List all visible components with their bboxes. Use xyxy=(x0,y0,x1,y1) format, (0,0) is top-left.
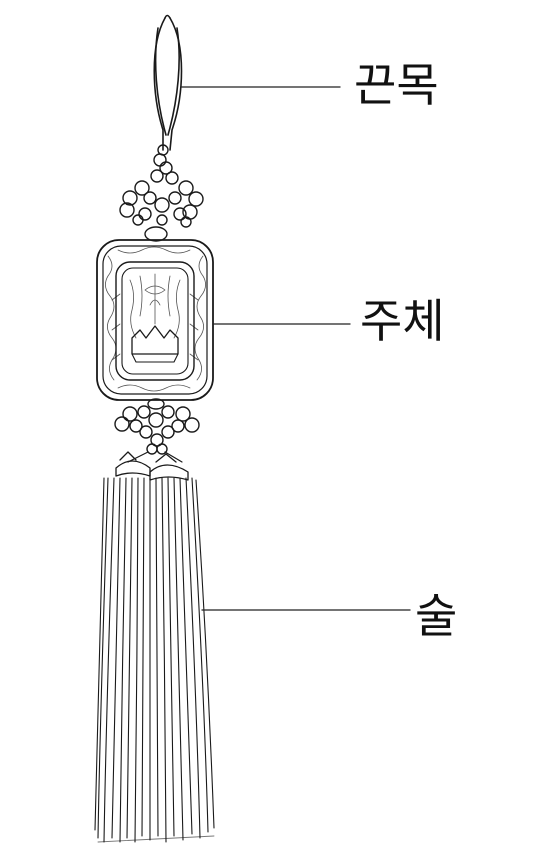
label-tassel: 술 xyxy=(415,589,458,643)
upper-knot xyxy=(119,144,204,242)
main-body xyxy=(96,239,214,401)
tassel-caps xyxy=(115,451,189,481)
label-cord: 끈목 xyxy=(354,58,439,112)
lower-knot xyxy=(114,398,200,463)
leader-lines xyxy=(181,86,411,611)
tassel xyxy=(94,477,215,843)
label-main-body: 주체 xyxy=(360,294,445,348)
cord-loop xyxy=(153,14,183,151)
